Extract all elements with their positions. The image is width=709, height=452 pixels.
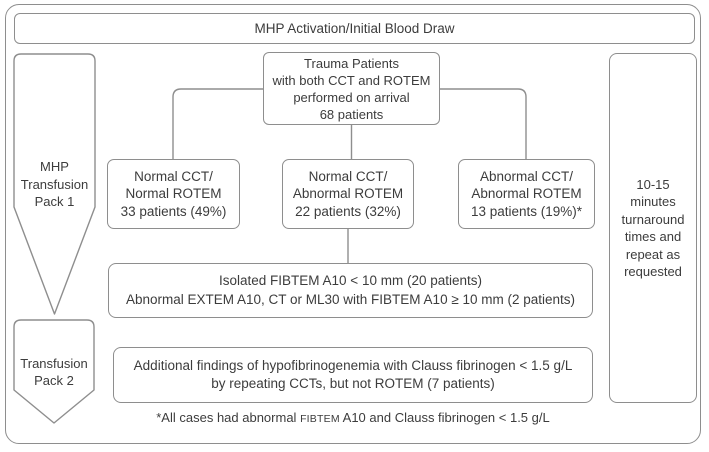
footnote-smallcaps: FIBTEM	[300, 413, 340, 425]
rotem-findings-box: Isolated FIBTEM A10 < 10 mm (20 patients…	[108, 263, 593, 318]
footnote-prefix: *All cases had abnormal	[156, 410, 301, 425]
branch-line: 22 patients (32%)	[295, 203, 401, 219]
trauma-line: Trauma Patients	[304, 55, 399, 71]
turnaround-line: 10-15	[636, 176, 670, 192]
branch-line: Abnormal ROTEM	[292, 186, 404, 202]
trauma-line: performed on arrival	[293, 89, 410, 105]
pack1-line: MHP	[40, 159, 69, 175]
normal-cct-normal-rotem-box: Normal CCT/ Normal ROTEM 33 patients (49…	[107, 159, 240, 229]
pack1-line: Pack 1	[34, 194, 75, 210]
trauma-patients-box: Trauma Patients with both CCT and ROTEM …	[263, 52, 440, 125]
trauma-line: 68 patients	[319, 106, 384, 122]
rotem-findings-line: Isolated FIBTEM A10 < 10 mm (20 patients…	[219, 273, 482, 288]
down-arrow-shape	[13, 319, 95, 424]
diagram-outer-border	[5, 4, 701, 444]
additional-findings-line: by repeating CCTs, but not ROTEM (7 pati…	[211, 376, 495, 391]
turnaround-line: minutes	[630, 194, 676, 209]
transfusion-pack2-arrow: Transfusion Pack 2	[13, 319, 95, 425]
turnaround-note-box: 10-15 minutes turnaround times and repea…	[609, 53, 697, 403]
branch-line: Normal CCT/	[308, 168, 388, 184]
additional-findings-box: Additional findings of hypofibrinogenemi…	[113, 347, 593, 403]
turnaround-line: turnaround	[621, 211, 685, 227]
rotem-findings-line: Abnormal EXTEM A10, CT or ML30 with FIBT…	[125, 291, 576, 307]
branch-line: 13 patients (19%)*	[470, 203, 583, 219]
diagram-title: MHP Activation/Initial Blood Draw	[254, 21, 455, 36]
title-box: MHP Activation/Initial Blood Draw	[14, 13, 695, 44]
pack2-label: Transfusion Pack 2	[13, 319, 95, 425]
abnormal-cct-abnormal-rotem-box: Abnormal CCT/ Abnormal ROTEM 13 patients…	[458, 159, 595, 229]
turnaround-line: requested	[624, 264, 682, 279]
additional-findings-line: Additional findings of hypofibrinogenemi…	[133, 357, 573, 373]
mhp-transfusion-pack1-arrow: MHP Transfusion Pack 1	[13, 53, 96, 316]
pack1-label: MHP Transfusion Pack 1	[13, 53, 96, 316]
pack1-line: Transfusion	[20, 176, 89, 192]
branch-line: Normal ROTEM	[125, 186, 222, 202]
footnote: *All cases had abnormal FIBTEM A10 and C…	[103, 410, 603, 425]
pack2-line: Pack 2	[34, 373, 74, 388]
footnote-suffix: A10 and Clauss fibrinogen < 1.5 g/L	[339, 410, 550, 425]
turnaround-line: times and	[624, 229, 682, 244]
branch-line: Abnormal ROTEM	[471, 186, 582, 202]
branch-line: Abnormal CCT/	[479, 168, 574, 184]
pack2-line: Transfusion	[20, 355, 88, 371]
normal-cct-abnormal-rotem-box: Normal CCT/ Abnormal ROTEM 22 patients (…	[282, 159, 414, 229]
branch-line: 33 patients (49%)	[120, 203, 227, 219]
turnaround-line: repeat as	[625, 246, 681, 262]
down-arrow-shape	[13, 53, 96, 315]
trauma-line: with both CCT and ROTEM	[272, 72, 431, 88]
branch-line: Normal CCT/	[134, 168, 213, 184]
